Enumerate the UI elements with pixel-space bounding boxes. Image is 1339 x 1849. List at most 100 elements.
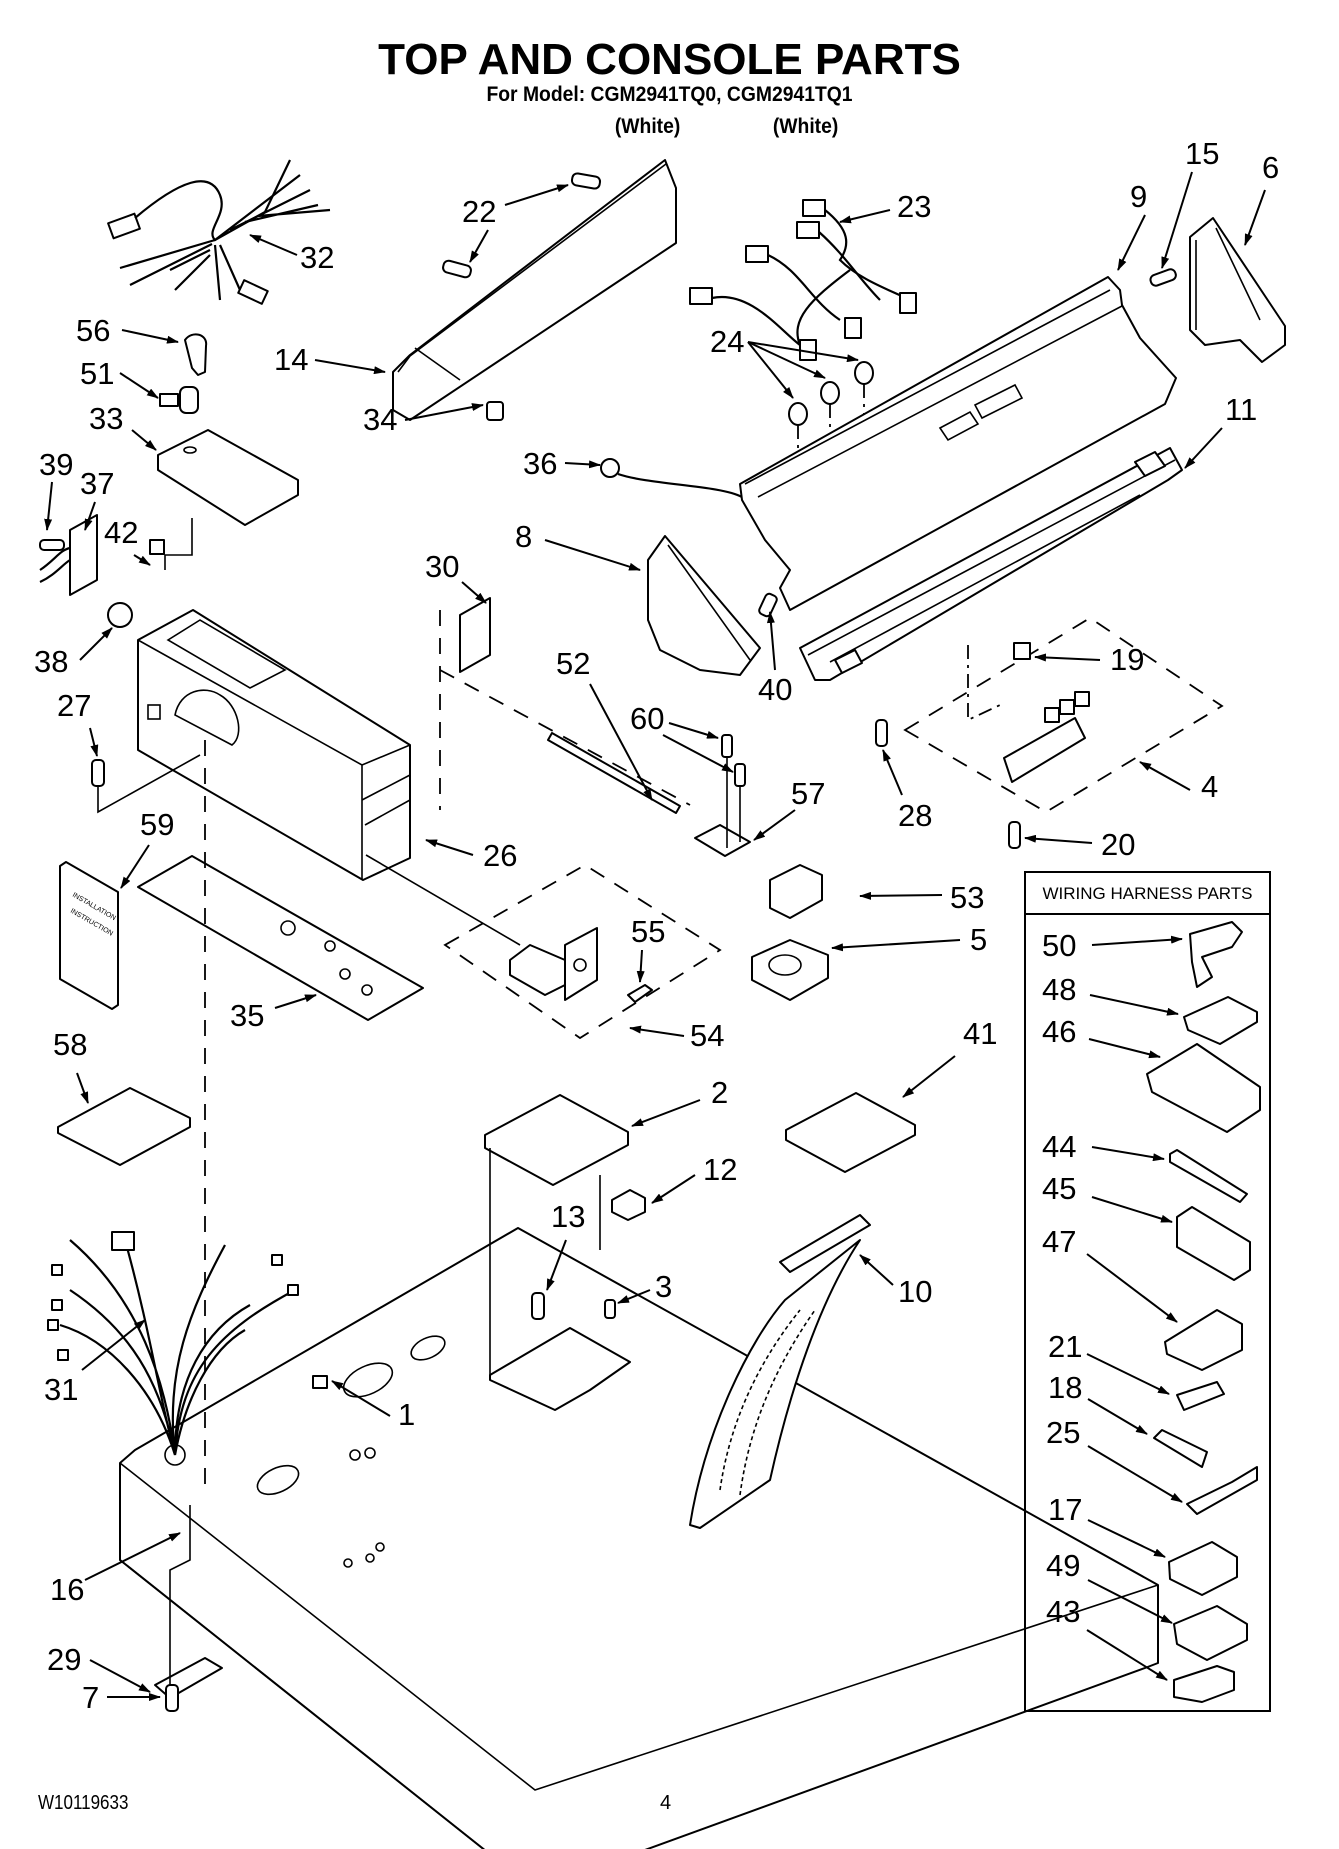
lock-solenoid-assembly-part xyxy=(365,854,722,1040)
page-number: 4 xyxy=(660,1792,672,1814)
callout-number: 29 xyxy=(47,1642,81,1677)
callout-number: 34 xyxy=(363,402,397,437)
callout-number: 43 xyxy=(1046,1594,1080,1629)
rear-console-panel-part xyxy=(392,159,677,421)
callout-number: 59 xyxy=(140,807,174,842)
callout-number: 32 xyxy=(300,240,334,275)
pin-terminal-part xyxy=(1169,1149,1248,1203)
callout-number: 50 xyxy=(1042,928,1076,963)
callout-number: 57 xyxy=(791,776,825,811)
push-clip-part xyxy=(1189,921,1243,988)
callout-number: 36 xyxy=(523,446,557,481)
callout-number: 20 xyxy=(1101,827,1135,862)
callout-number: 24 xyxy=(710,324,744,359)
ground-wire-part xyxy=(600,458,743,498)
callout-number: 8 xyxy=(515,519,532,554)
clip-part xyxy=(611,1189,646,1221)
left-end-cap-part xyxy=(647,535,761,676)
callout-group: 22 23 9 15 6 32 56 51 14 34 24 33 39 37 … xyxy=(34,136,1279,1715)
callout-number: 7 xyxy=(82,1680,99,1715)
callout-number: 14 xyxy=(274,342,308,377)
callout-number: 2 xyxy=(711,1075,728,1110)
two-pin-connector-part xyxy=(1176,1206,1251,1281)
callout-number: 26 xyxy=(483,838,517,873)
wiring-harness-parts-title: WIRING HARNESS PARTS xyxy=(1026,873,1269,915)
wiring-harness-parts-box: WIRING HARNESS PARTS 50 48 46 44 45 47 2… xyxy=(1024,871,1271,1712)
screw-part xyxy=(442,172,602,279)
callout-number: 5 xyxy=(970,922,987,957)
connector-housing-part xyxy=(1146,1043,1261,1133)
seal-strip-part xyxy=(547,732,681,814)
callout-number: 16 xyxy=(50,1572,84,1607)
connector-part xyxy=(1173,1605,1248,1661)
callout-number: 3 xyxy=(655,1269,672,1304)
callout-number: 49 xyxy=(1046,1548,1080,1583)
callout-number: 47 xyxy=(1042,1224,1076,1259)
callout-number: 17 xyxy=(1048,1492,1082,1527)
callout-number: 19 xyxy=(1110,642,1144,677)
callout-number: 45 xyxy=(1042,1171,1076,1206)
installation-instruction-manual-part: INSTALLATION INSTRUCTION xyxy=(59,861,119,1010)
screw-part xyxy=(875,719,888,747)
switch-wire-harness-part xyxy=(689,199,917,361)
callout-number: 39 xyxy=(39,447,73,482)
callout-number: 52 xyxy=(556,646,590,681)
key-switch-part xyxy=(159,333,208,414)
callout-number: 42 xyxy=(104,515,138,550)
right-end-cap-part xyxy=(1189,217,1286,363)
model-subtitle: For Model: CGM2941TQ0, CGM2941TQ1 xyxy=(486,83,853,106)
callout-number: 12 xyxy=(703,1152,737,1187)
callout-number: 15 xyxy=(1185,136,1219,171)
model-variant-color: (White) xyxy=(772,115,839,138)
lower-wire-harness-part xyxy=(47,1231,299,1456)
callout-number: 41 xyxy=(963,1016,997,1051)
callout-number: 54 xyxy=(690,1018,724,1053)
latch-hook-part xyxy=(769,864,823,919)
callout-number: 60 xyxy=(630,701,664,736)
pad-part xyxy=(785,1092,916,1173)
wiring-harness-parts-drawing: 50 48 46 44 45 47 21 18 25 17 xyxy=(1042,921,1261,1703)
document-number: W10119633 xyxy=(38,1792,129,1814)
mounting-plate-part xyxy=(694,824,751,857)
three-pin-connector-part xyxy=(1164,1309,1243,1371)
crimp-terminal-part xyxy=(1186,1466,1258,1515)
callout-number: 46 xyxy=(1042,1014,1076,1049)
callout-number: 18 xyxy=(1048,1370,1082,1405)
latch-base-part xyxy=(751,939,829,1001)
callout-number: 51 xyxy=(80,356,114,391)
callout-number: 9 xyxy=(1130,179,1147,214)
model-variant-color: (White) xyxy=(614,115,681,138)
connector-part xyxy=(1183,996,1258,1045)
screw-part xyxy=(531,1292,545,1320)
callout-number: 30 xyxy=(425,549,459,584)
callout-number: 13 xyxy=(551,1199,585,1234)
door-lock-assembly-part xyxy=(39,514,165,628)
insulation-sheet-part xyxy=(137,855,424,1021)
callout-number: 31 xyxy=(44,1372,78,1407)
callout-number: 58 xyxy=(53,1027,87,1062)
screw-part xyxy=(91,759,105,787)
access-opening xyxy=(489,1327,631,1411)
callout-number: 11 xyxy=(1225,392,1257,427)
screw-part xyxy=(758,592,778,618)
control-board-assembly-part xyxy=(903,616,1224,814)
callout-number: 27 xyxy=(57,688,91,723)
terminal-sleeve-part xyxy=(1153,1429,1208,1468)
callout-number: 56 xyxy=(76,313,110,348)
callout-number: 33 xyxy=(89,401,123,436)
top-panel-part xyxy=(119,1227,1159,1849)
splice-terminal-part xyxy=(1176,1381,1225,1411)
callout-number: 40 xyxy=(758,672,792,707)
callout-number: 55 xyxy=(631,914,665,949)
access-cover-part xyxy=(484,1094,629,1186)
cover-plate-part xyxy=(157,429,299,570)
callout-number: 10 xyxy=(898,1274,932,1309)
clip-part xyxy=(312,1375,328,1389)
screw-part xyxy=(721,734,733,758)
connector-part xyxy=(1168,1541,1238,1596)
callout-number: 44 xyxy=(1042,1129,1076,1164)
control-housing-part xyxy=(137,609,411,881)
screw-part xyxy=(604,1299,616,1319)
callout-number: 28 xyxy=(898,798,932,833)
